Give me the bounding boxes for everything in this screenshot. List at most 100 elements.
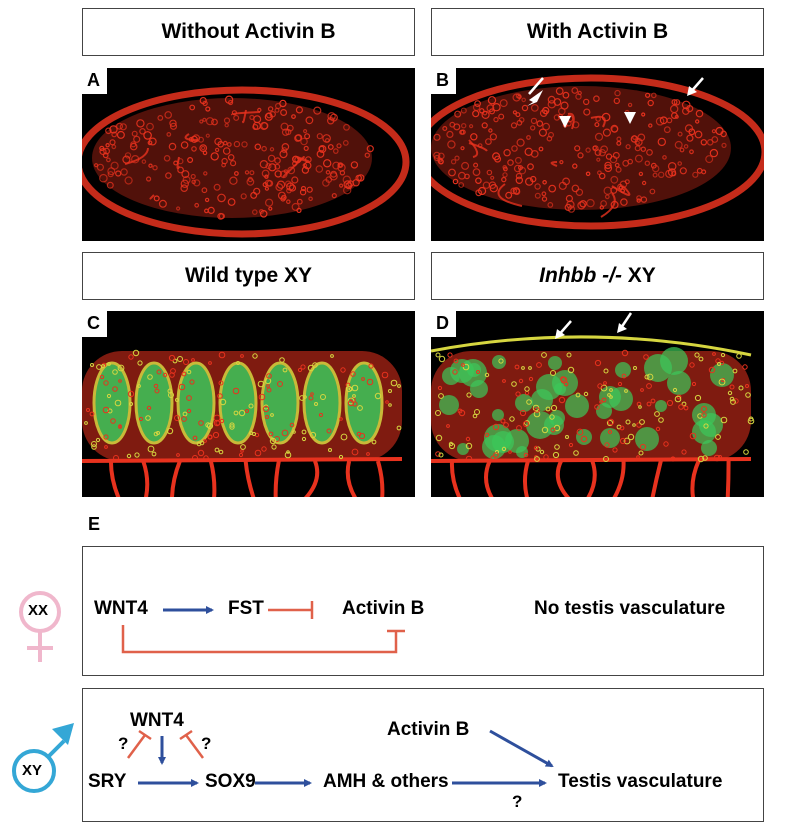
cell [329, 172, 338, 181]
cell [267, 154, 276, 163]
cell [303, 395, 307, 399]
cell [128, 354, 134, 360]
cell [328, 448, 332, 452]
cell [495, 450, 499, 454]
cell [594, 122, 600, 128]
cell [689, 149, 694, 155]
cell [594, 132, 604, 142]
cell [324, 137, 330, 143]
cell [300, 137, 308, 146]
cell [720, 352, 726, 358]
cell [438, 355, 446, 363]
cell [141, 159, 147, 164]
cell [607, 418, 615, 426]
micrograph-c-image [82, 349, 403, 497]
cell [280, 122, 289, 131]
xx-wnt4: WNT4 [94, 598, 148, 619]
cell [514, 364, 520, 370]
germ-cluster [442, 367, 460, 385]
cell [701, 406, 707, 412]
cell [147, 140, 153, 146]
cell [343, 185, 352, 195]
coelomic-vessel [431, 335, 752, 357]
cell [113, 455, 119, 461]
cell [119, 123, 127, 131]
cell [573, 450, 579, 456]
cell [514, 156, 522, 164]
cell [562, 91, 570, 99]
cell [259, 210, 268, 218]
cell [703, 423, 709, 429]
cell [246, 177, 255, 186]
cell [571, 87, 579, 94]
cell [190, 173, 196, 180]
cell [624, 389, 628, 393]
cell [280, 108, 288, 116]
vessel [484, 460, 494, 497]
cell [175, 206, 181, 211]
cell [219, 418, 225, 424]
cell [464, 173, 470, 180]
cell [177, 356, 183, 362]
cell [614, 89, 621, 97]
cell [582, 98, 590, 106]
cell [711, 129, 716, 134]
vessel [141, 460, 150, 497]
title-with-activin: With Activin B [431, 8, 764, 56]
cell [210, 152, 219, 161]
cell [509, 416, 515, 422]
cell [111, 131, 118, 138]
cell [530, 117, 538, 125]
cell [526, 399, 532, 405]
cell [168, 142, 177, 151]
cell [213, 419, 221, 427]
cell [116, 130, 125, 139]
cell [694, 394, 702, 402]
cell [340, 433, 348, 441]
cell [612, 447, 618, 453]
cell [738, 385, 744, 391]
germ-cluster [548, 356, 562, 370]
cell [107, 362, 111, 366]
cell [238, 409, 246, 417]
cell [192, 455, 198, 461]
cell [266, 373, 272, 379]
vessel [725, 460, 731, 497]
cell [252, 123, 259, 130]
cell [189, 104, 196, 111]
cell [282, 367, 288, 373]
cell [339, 417, 343, 421]
cell [332, 161, 341, 170]
cell [262, 405, 270, 413]
cell [708, 366, 716, 374]
cell [609, 395, 613, 399]
cell [550, 427, 556, 433]
cell [90, 363, 94, 367]
germ-cluster [565, 394, 589, 418]
cell [541, 191, 547, 197]
cell [674, 140, 683, 149]
cell [460, 146, 465, 151]
cell [96, 163, 104, 171]
germ-cluster [615, 362, 631, 378]
cell [291, 114, 296, 119]
cell [223, 117, 231, 124]
cell [103, 380, 109, 386]
cell [577, 201, 586, 210]
title-italic-text: Inhbb -/- [539, 264, 622, 287]
vessel [522, 460, 530, 497]
cell [351, 448, 359, 456]
arrow-icon-line [528, 77, 544, 95]
cell [248, 403, 254, 409]
cell [315, 165, 324, 173]
cell [528, 376, 534, 382]
cell [281, 429, 289, 437]
cell [692, 171, 699, 178]
xy-question-2: ? [201, 734, 212, 753]
cell [218, 380, 224, 386]
cell [475, 177, 482, 185]
cell [650, 398, 656, 404]
cell [281, 143, 290, 151]
cell [604, 161, 612, 170]
cell [460, 107, 467, 114]
